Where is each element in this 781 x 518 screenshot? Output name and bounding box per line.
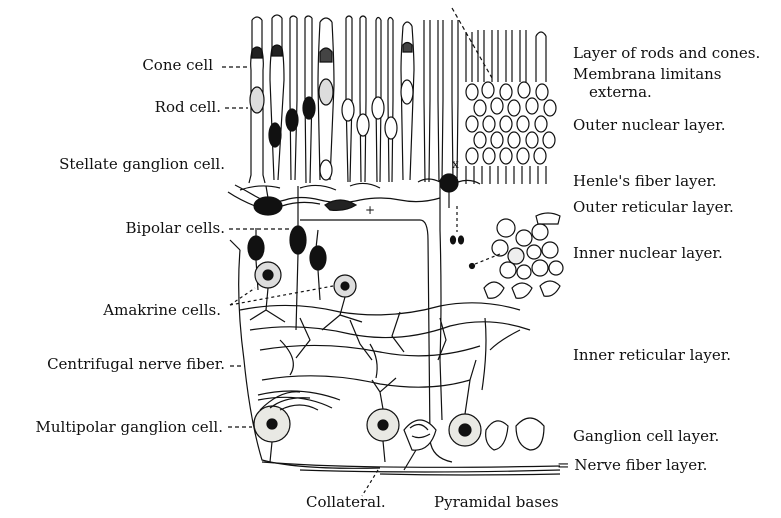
label-nerve-fiber-layer: = Nerve fiber layer. <box>557 457 707 474</box>
label-cone-cell: Cone cell <box>142 57 213 74</box>
label-centrifugal-nerve-fiber: Centrifugal nerve fiber. <box>47 356 225 373</box>
left-leader-lines <box>222 67 250 108</box>
label-inner-nuclear-layer: Inner nuclear layer. <box>573 245 723 262</box>
label-henles-fiber-layer: Henle's fiber layer. <box>573 173 717 190</box>
inner-nuclear-cell-grid <box>470 213 564 298</box>
label-outer-reticular-layer: Outer reticular layer. <box>573 199 734 216</box>
label-pyramidal-bases: Pyramidal bases <box>434 494 559 511</box>
stellate-ganglion-soma <box>254 197 282 215</box>
label-rod-cell: Rod cell. <box>155 99 221 116</box>
label-stellate-ganglion-cell: Stellate ganglion cell. <box>59 156 225 173</box>
x-marker: x <box>452 157 459 171</box>
inner-reticular-fibers <box>240 303 530 408</box>
label-ganglion-cell-layer: Ganglion cell layer. <box>573 428 719 445</box>
label-membrana-limitans-line2: externa. <box>589 84 652 101</box>
outer-reticular-layer <box>228 174 480 244</box>
plus-marker: + <box>365 203 375 217</box>
label-membrana-limitans-line1: Membrana limitans <box>573 66 722 83</box>
label-bipolar-cells: Bipolar cells. <box>126 220 225 237</box>
photoreceptor-layer <box>249 15 546 183</box>
label-inner-reticular-layer: Inner reticular layer. <box>573 347 731 364</box>
label-layer-rods-cones: Layer of rods and cones. <box>573 45 760 62</box>
outer-nuclear-oval-grid <box>466 82 556 184</box>
ganglion-cells <box>228 360 544 470</box>
label-amakrine-cells: Amakrine cells. <box>103 302 221 319</box>
label-outer-nuclear-layer: Outer nuclear layer. <box>573 117 725 134</box>
nerve-fiber-layer <box>262 462 560 475</box>
label-collateral: Collateral. <box>306 494 386 511</box>
label-multipolar-ganglion-cell: Multipolar ganglion cell. <box>36 419 223 436</box>
